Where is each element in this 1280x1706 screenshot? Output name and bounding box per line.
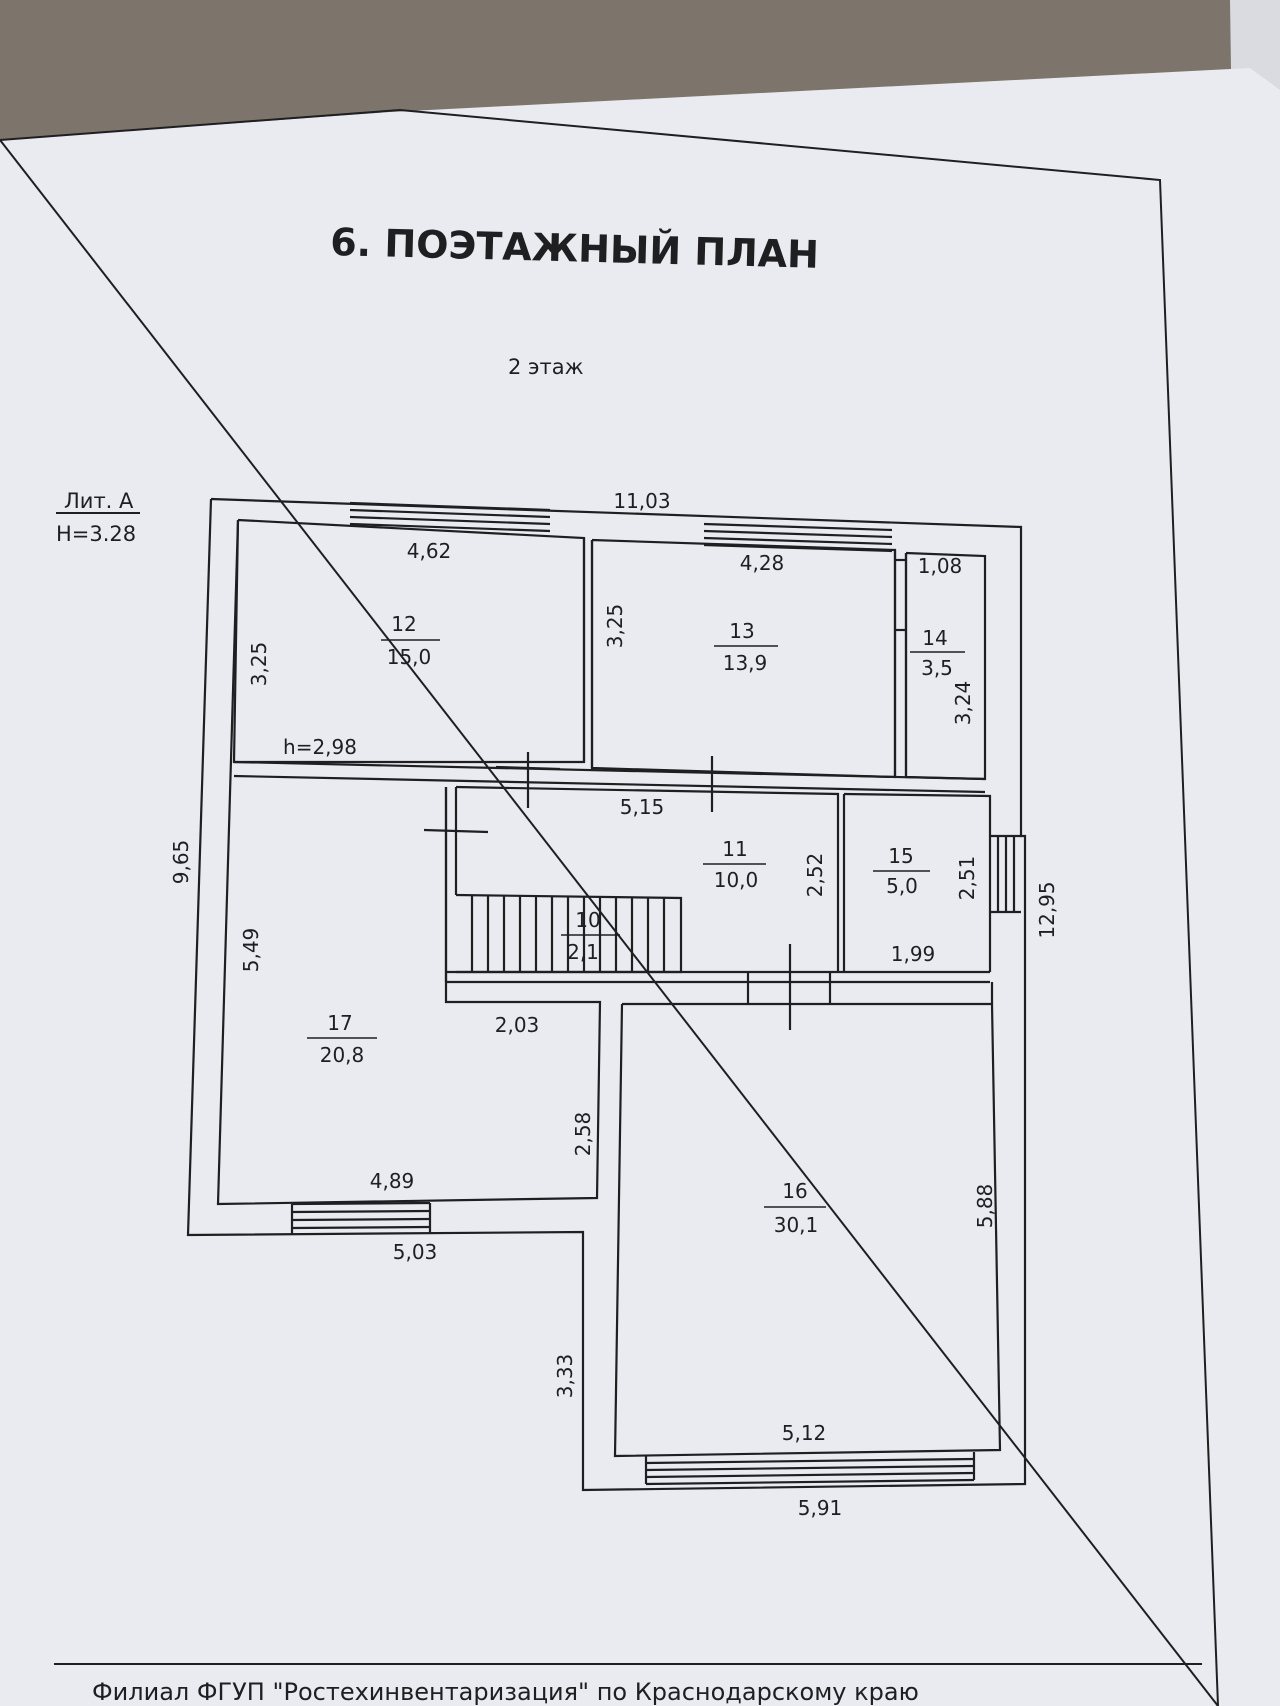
corridor-wall-top (233, 760, 986, 781)
dim-room17-inner-top: 2,03 (495, 1013, 540, 1037)
room11-walls (455, 785, 840, 972)
corridor-wall-bottom (233, 774, 986, 794)
dim-room17-bottom: 4,89 (370, 1169, 415, 1193)
room-label-15: 15 5,0 (873, 844, 930, 898)
dim-room16-height: 5,88 (973, 1184, 997, 1229)
room-area: 3,5 (921, 656, 953, 680)
room-area: 2,1 (567, 940, 599, 964)
dim-room14-width: 1,08 (918, 554, 963, 578)
dim-room12-height: 3,25 (247, 642, 271, 687)
window-room17 (290, 1201, 432, 1235)
room-number: 13 (729, 619, 754, 643)
footer-text: Филиал ФГУП "Ростехинвентаризация" по Кр… (92, 1678, 919, 1706)
dim-room17-height: 5,49 (239, 928, 263, 973)
dim-overall-right: 12,95 (1035, 881, 1059, 938)
dim-overall-top: 11,03 (613, 489, 670, 513)
dim-wing-bottom: 5,03 (393, 1240, 438, 1264)
dim-room14-height: 3,24 (951, 681, 975, 726)
room-label-14: 14 3,5 (910, 626, 965, 680)
room-area: 30,1 (774, 1213, 819, 1237)
room-label-10: 10 2,1 (561, 908, 620, 964)
room-number: 17 (327, 1011, 352, 1035)
window-room16 (644, 1452, 976, 1486)
room-number: 11 (722, 837, 747, 861)
window-room13 (703, 522, 893, 553)
dim-room13-height: 3,25 (603, 604, 627, 649)
room-labels: 12 15,0 13 13,9 14 3,5 11 10,0 15 5,0 10… (307, 612, 965, 1237)
dim-room17-inner-side: 2,58 (571, 1112, 595, 1157)
room-area: 10,0 (714, 868, 759, 892)
room-label-17: 17 20,8 (307, 1011, 377, 1067)
dim-room12-width: 4,62 (407, 539, 452, 563)
dim-room16-left-ext: 3,33 (553, 1354, 577, 1399)
window-room15 (990, 834, 1021, 914)
outer-wall (186, 497, 1027, 1492)
dim-room11-width: 5,15 (620, 795, 665, 819)
floor-plan (186, 497, 1027, 1492)
room-area: 5,0 (886, 874, 918, 898)
room-number: 14 (922, 626, 947, 650)
room-number: 15 (888, 844, 913, 868)
dim-room11-height: 2,52 (803, 853, 827, 898)
room16-walls (613, 1002, 1002, 1458)
room-number: 10 (575, 908, 600, 932)
paper-sheet (0, 68, 1280, 1706)
dim-corridor-height: h=2,98 (283, 735, 357, 759)
page-border (0, 108, 1220, 1706)
room-area: 20,8 (320, 1043, 365, 1067)
dim-overall-left: 9,65 (169, 840, 193, 885)
dim-bottom-ext: 5,91 (798, 1496, 843, 1520)
dim-room16-width: 5,12 (782, 1421, 827, 1445)
floor-label: 2 этаж (508, 355, 584, 379)
room15-walls (843, 792, 992, 972)
room-label-11: 11 10,0 (703, 837, 766, 892)
room-area: 13,9 (723, 651, 768, 675)
room-label-13: 13 13,9 (714, 619, 778, 675)
room-number: 12 (391, 612, 416, 636)
room-label-16: 16 30,1 (764, 1179, 826, 1237)
dim-room13-width: 4,28 (740, 551, 785, 575)
room-label-12: 12 15,0 (381, 612, 440, 669)
dimension-labels: 11,03 4,62 4,28 1,08 h=2,98 5,15 1,99 2,… (169, 489, 1059, 1520)
room-area: 15,0 (387, 645, 432, 669)
window-room12 (349, 501, 551, 533)
letter-label: Лит. А (64, 489, 134, 513)
room-number: 16 (782, 1179, 807, 1203)
dim-room15-width: 1,99 (891, 942, 936, 966)
height-label: H=3.28 (56, 522, 136, 546)
dim-room15-height: 2,51 (955, 856, 979, 901)
